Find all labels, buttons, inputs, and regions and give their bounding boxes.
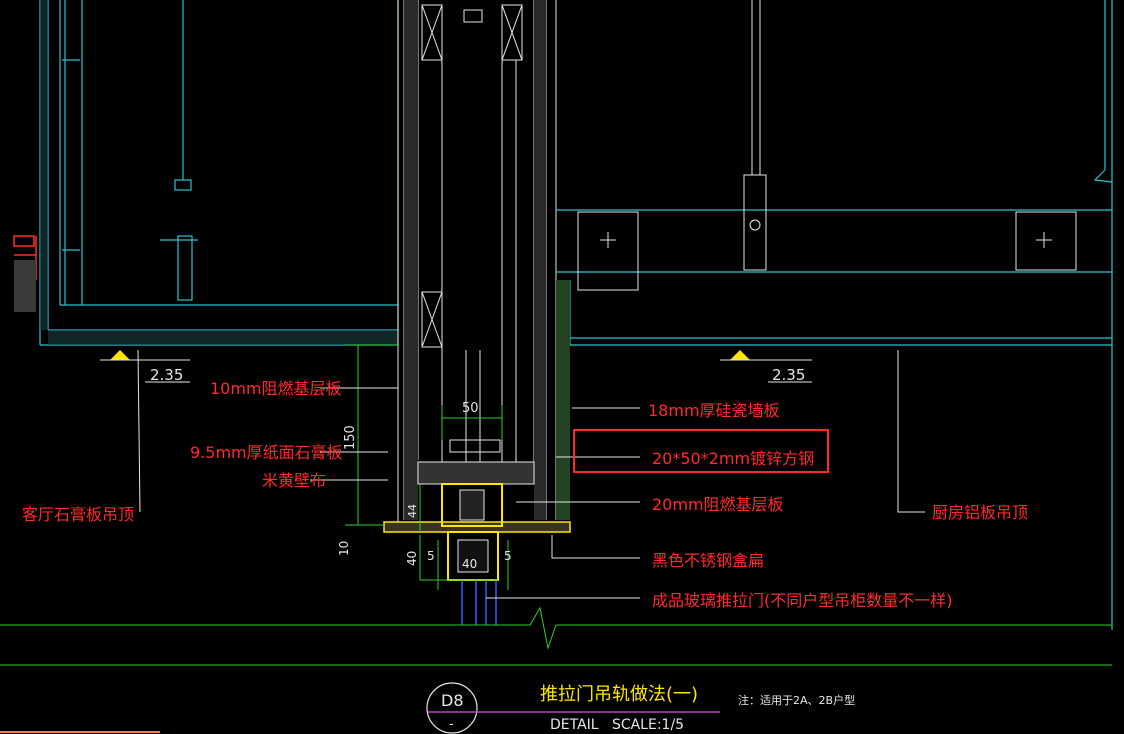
level-marker-right: 2.35 [720,350,812,384]
detail-symbol-top: D8 [441,691,464,710]
annotation-tile-board: 18mm厚硅瓷墙板 [648,401,780,420]
annotation-stainless-box: 黑色不锈钢盒扁 [652,551,764,570]
level-right-text: 2.35 [772,366,805,384]
suspension-rod [743,0,767,271]
detail-title: 推拉门吊轨做法(一) [540,684,698,705]
annotation-10mm-board: 10mm阻燃基层板 [210,379,342,398]
base-board [383,483,571,581]
annotation-glass-door: 成品玻璃推拉门(不同户型吊柜数量不一样) [652,591,953,610]
dim-5-right: 5 [504,549,512,563]
left-ceiling-structure [39,0,399,346]
dim-44: 44 [406,504,419,518]
annotation-20mm-board: 20mm阻燃基层板 [652,495,784,514]
dim-40-h: 40 [462,557,477,571]
detail-symbol-circle [426,682,478,734]
right-ceiling-structure [556,0,1113,630]
dim-150: 150 [343,425,358,450]
gypsum-hatch-right [534,0,546,520]
detail-scale: DETAIL SCALE:1/5 [550,717,684,733]
annotation-wallcloth: 米黄壁布 [262,471,326,490]
break-lines [0,606,1112,666]
steel-tube-section [417,461,535,485]
left-insulation-hatch [40,0,48,330]
annotation-labels: 10mm阻燃基层板 9.5mm厚纸面石膏板 米黄壁布 客厅石膏板吊顶 18mm厚… [22,379,1028,610]
dim-40-v: 40 [405,551,419,566]
dim-50: 50 [462,401,479,416]
glass-door [461,580,497,625]
left-ceiling-hatch [48,330,398,345]
dimension-lines [345,344,509,590]
level-left-text: 2.35 [150,366,183,384]
tile-board-hatch [556,280,570,520]
gypsum-hatch-left [404,0,418,520]
hanger-bracket-2 [1015,211,1077,271]
level-marker-left: 2.35 [100,350,190,384]
annotation-living-ceiling: 客厅石膏板吊顶 [22,505,134,524]
title-block: D8 - 推拉门吊轨做法(一) 注：适用于2A、2B户型 DETAIL SCAL… [426,682,855,734]
partition-wall [397,0,557,530]
dim-5-left: 5 [427,549,435,563]
detail-note: 注：适用于2A、2B户型 [738,693,855,707]
dim-10: 10 [337,541,351,556]
hanger-bracket-1 [577,211,639,291]
detail-symbol-bottom: - [449,717,454,732]
annotation-gypsum-board: 9.5mm厚纸面石膏板 [190,443,343,462]
annotation-kitchen-ceiling: 厨房铝板吊顶 [932,503,1028,522]
highlight-box [573,429,829,473]
leader-lines [137,349,925,599]
annotation-steel-tube: 20*50*2mm镀锌方钢 [652,449,814,468]
cabinet-frames [421,4,523,470]
left-wall-hatch [14,260,36,312]
